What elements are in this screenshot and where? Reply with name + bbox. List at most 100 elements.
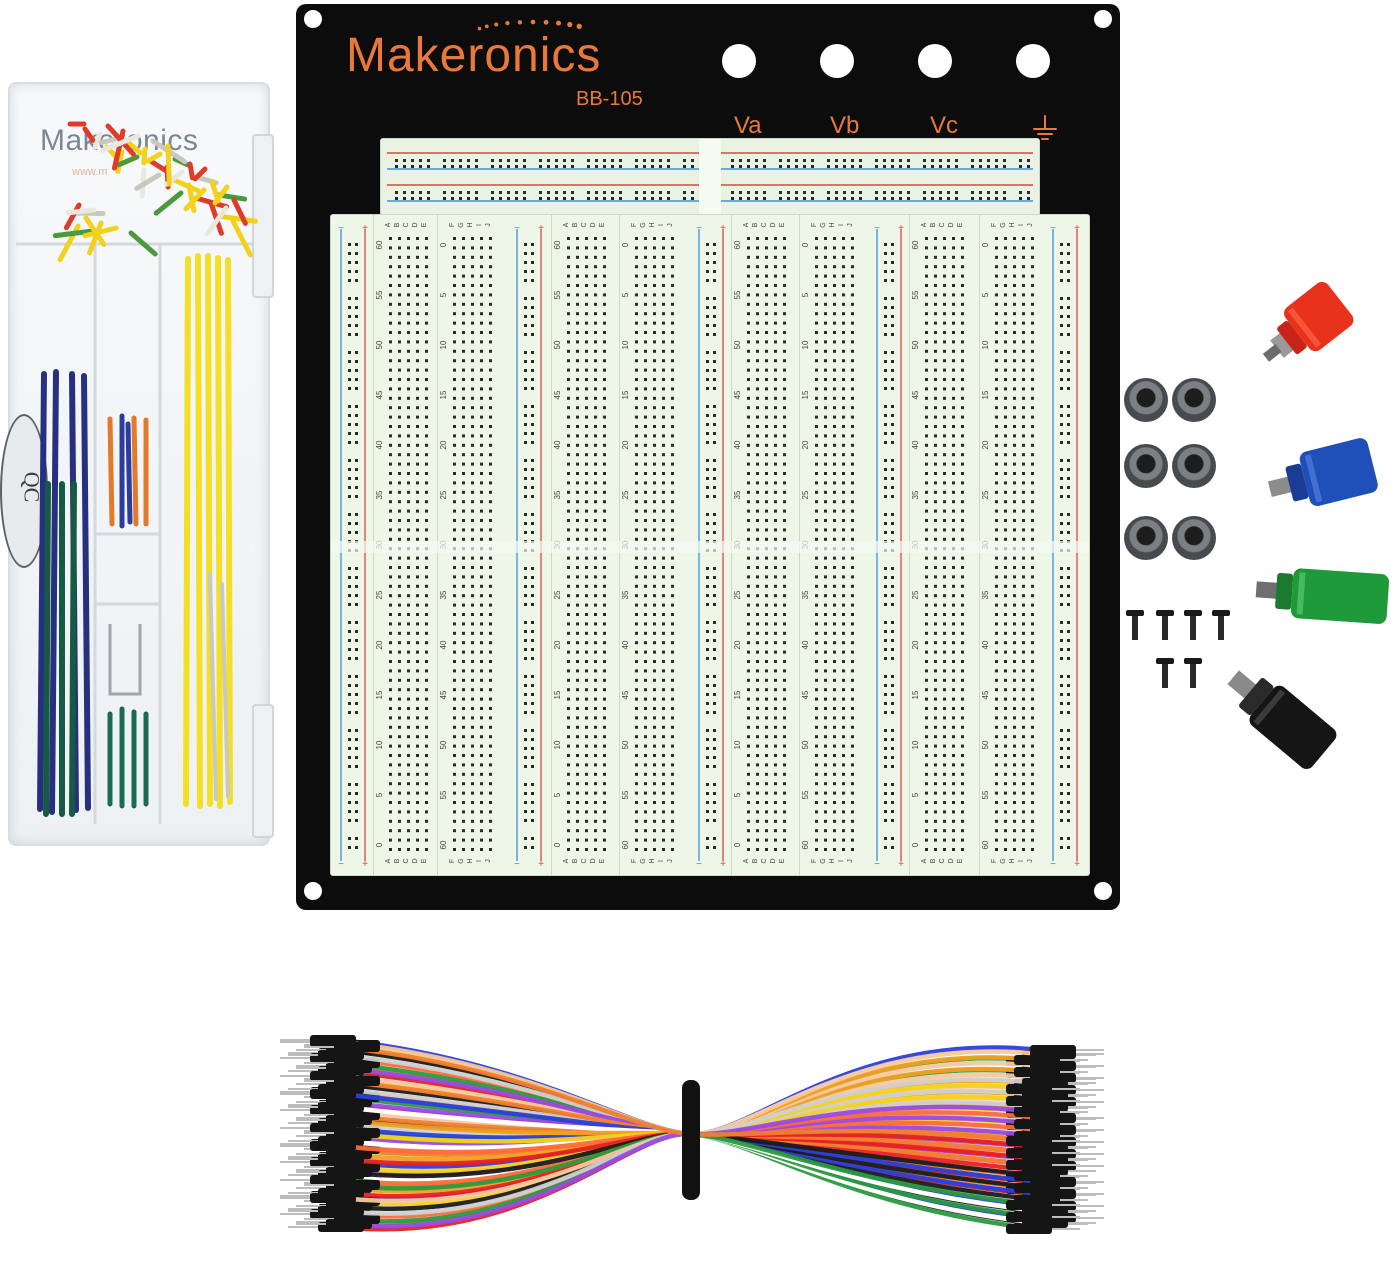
terminal-hole bbox=[851, 650, 854, 654]
terminal-hole bbox=[934, 237, 937, 240]
terminal-hole bbox=[407, 697, 410, 701]
strip-number: 20 bbox=[553, 640, 562, 649]
terminal-hole bbox=[1004, 772, 1007, 776]
terminal-hole bbox=[943, 519, 946, 522]
terminal-hole bbox=[1013, 735, 1016, 739]
rail-hole bbox=[939, 159, 942, 162]
terminal-hole bbox=[925, 509, 928, 513]
terminal-hole bbox=[671, 321, 674, 325]
terminal-hole bbox=[1031, 744, 1034, 748]
terminal-hole bbox=[425, 302, 428, 306]
terminal-hole bbox=[756, 387, 759, 391]
terminal-hole bbox=[576, 603, 579, 607]
terminal-hole bbox=[815, 801, 818, 804]
terminal-hole bbox=[995, 838, 998, 842]
terminal-hole bbox=[774, 425, 777, 428]
strip-number: 55 bbox=[553, 290, 562, 299]
rail-hole bbox=[531, 360, 534, 363]
terminal-hole bbox=[594, 772, 597, 776]
terminal-hole bbox=[842, 622, 845, 626]
rail-hole bbox=[803, 191, 806, 194]
terminal-hole bbox=[671, 819, 674, 823]
row-letter: E bbox=[421, 858, 428, 863]
rail-hole bbox=[1067, 783, 1070, 786]
terminal-hole bbox=[1004, 791, 1007, 795]
terminal-hole bbox=[594, 631, 597, 635]
terminal-hole bbox=[851, 782, 854, 786]
terminal-hole bbox=[1004, 754, 1007, 757]
terminal-hole bbox=[774, 641, 777, 645]
rail-hole bbox=[884, 369, 887, 372]
terminal-hole bbox=[765, 368, 768, 372]
terminal-hole bbox=[961, 829, 964, 833]
terminal-hole bbox=[774, 810, 777, 814]
rail-hole bbox=[348, 261, 351, 264]
rail-hole bbox=[731, 191, 734, 194]
terminal-hole bbox=[489, 519, 492, 522]
terminal-hole bbox=[603, 537, 606, 541]
rail-hole bbox=[348, 270, 351, 273]
terminal-hole bbox=[833, 810, 836, 814]
terminal-hole bbox=[585, 472, 588, 475]
rail-hole bbox=[348, 306, 351, 309]
terminal-hole bbox=[644, 584, 647, 588]
terminal-hole bbox=[1022, 237, 1025, 240]
terminal-hole bbox=[783, 274, 786, 278]
terminal-hole bbox=[961, 246, 964, 250]
terminal-hole bbox=[407, 829, 410, 833]
terminal-hole bbox=[644, 406, 647, 410]
terminal-hole bbox=[635, 613, 638, 616]
terminal-hole bbox=[389, 584, 392, 588]
rail-hole bbox=[348, 810, 351, 813]
terminal-hole bbox=[635, 500, 638, 504]
terminal-hole bbox=[1013, 744, 1016, 748]
terminal-hole bbox=[585, 340, 588, 344]
terminal-hole bbox=[576, 321, 579, 325]
terminal-hole bbox=[480, 453, 483, 457]
terminal-hole bbox=[1022, 415, 1025, 419]
terminal-hole bbox=[416, 519, 419, 522]
terminal-hole bbox=[774, 669, 777, 673]
terminal-hole bbox=[961, 340, 964, 344]
rail-hole bbox=[531, 630, 534, 633]
terminal-hole bbox=[833, 660, 836, 663]
terminal-hole bbox=[462, 359, 465, 363]
terminal-hole bbox=[576, 378, 579, 381]
terminal-hole bbox=[824, 848, 827, 851]
terminal-hole bbox=[783, 819, 786, 823]
rail-hole bbox=[947, 165, 950, 168]
terminal-hole bbox=[815, 678, 818, 682]
rail-hole bbox=[355, 432, 358, 435]
rail-hole bbox=[683, 191, 686, 194]
terminal-hole bbox=[585, 613, 588, 616]
terminal-hole bbox=[489, 462, 492, 466]
terminal-hole bbox=[824, 481, 827, 485]
strip-number: 0 bbox=[801, 242, 810, 247]
rail-hole bbox=[884, 279, 887, 282]
terminal-hole bbox=[489, 819, 492, 823]
strip-number: 35 bbox=[911, 490, 920, 499]
terminal-hole bbox=[471, 528, 474, 532]
terminal-hole bbox=[824, 387, 827, 391]
jumper-connector bbox=[326, 1063, 372, 1073]
terminal-hole bbox=[934, 528, 937, 532]
terminal-hole bbox=[783, 340, 786, 344]
terminal-hole bbox=[943, 669, 946, 673]
rail-hole bbox=[563, 165, 566, 168]
short-wire bbox=[204, 205, 229, 237]
terminal-hole bbox=[765, 349, 768, 353]
terminal-hole bbox=[644, 387, 647, 391]
rail-hole bbox=[443, 191, 446, 194]
rail-hole bbox=[355, 765, 358, 768]
terminal-hole bbox=[662, 678, 665, 682]
terminal-hole bbox=[943, 481, 946, 485]
rail-hole bbox=[706, 531, 709, 534]
screw-shaft bbox=[1190, 664, 1196, 688]
terminal-hole bbox=[425, 584, 428, 588]
terminal-hole bbox=[471, 415, 474, 419]
terminal-hole bbox=[407, 575, 410, 579]
terminal-hole bbox=[1031, 284, 1034, 287]
terminal-hole bbox=[961, 744, 964, 748]
terminal-hole bbox=[489, 594, 492, 598]
rail-hole bbox=[1067, 468, 1070, 471]
